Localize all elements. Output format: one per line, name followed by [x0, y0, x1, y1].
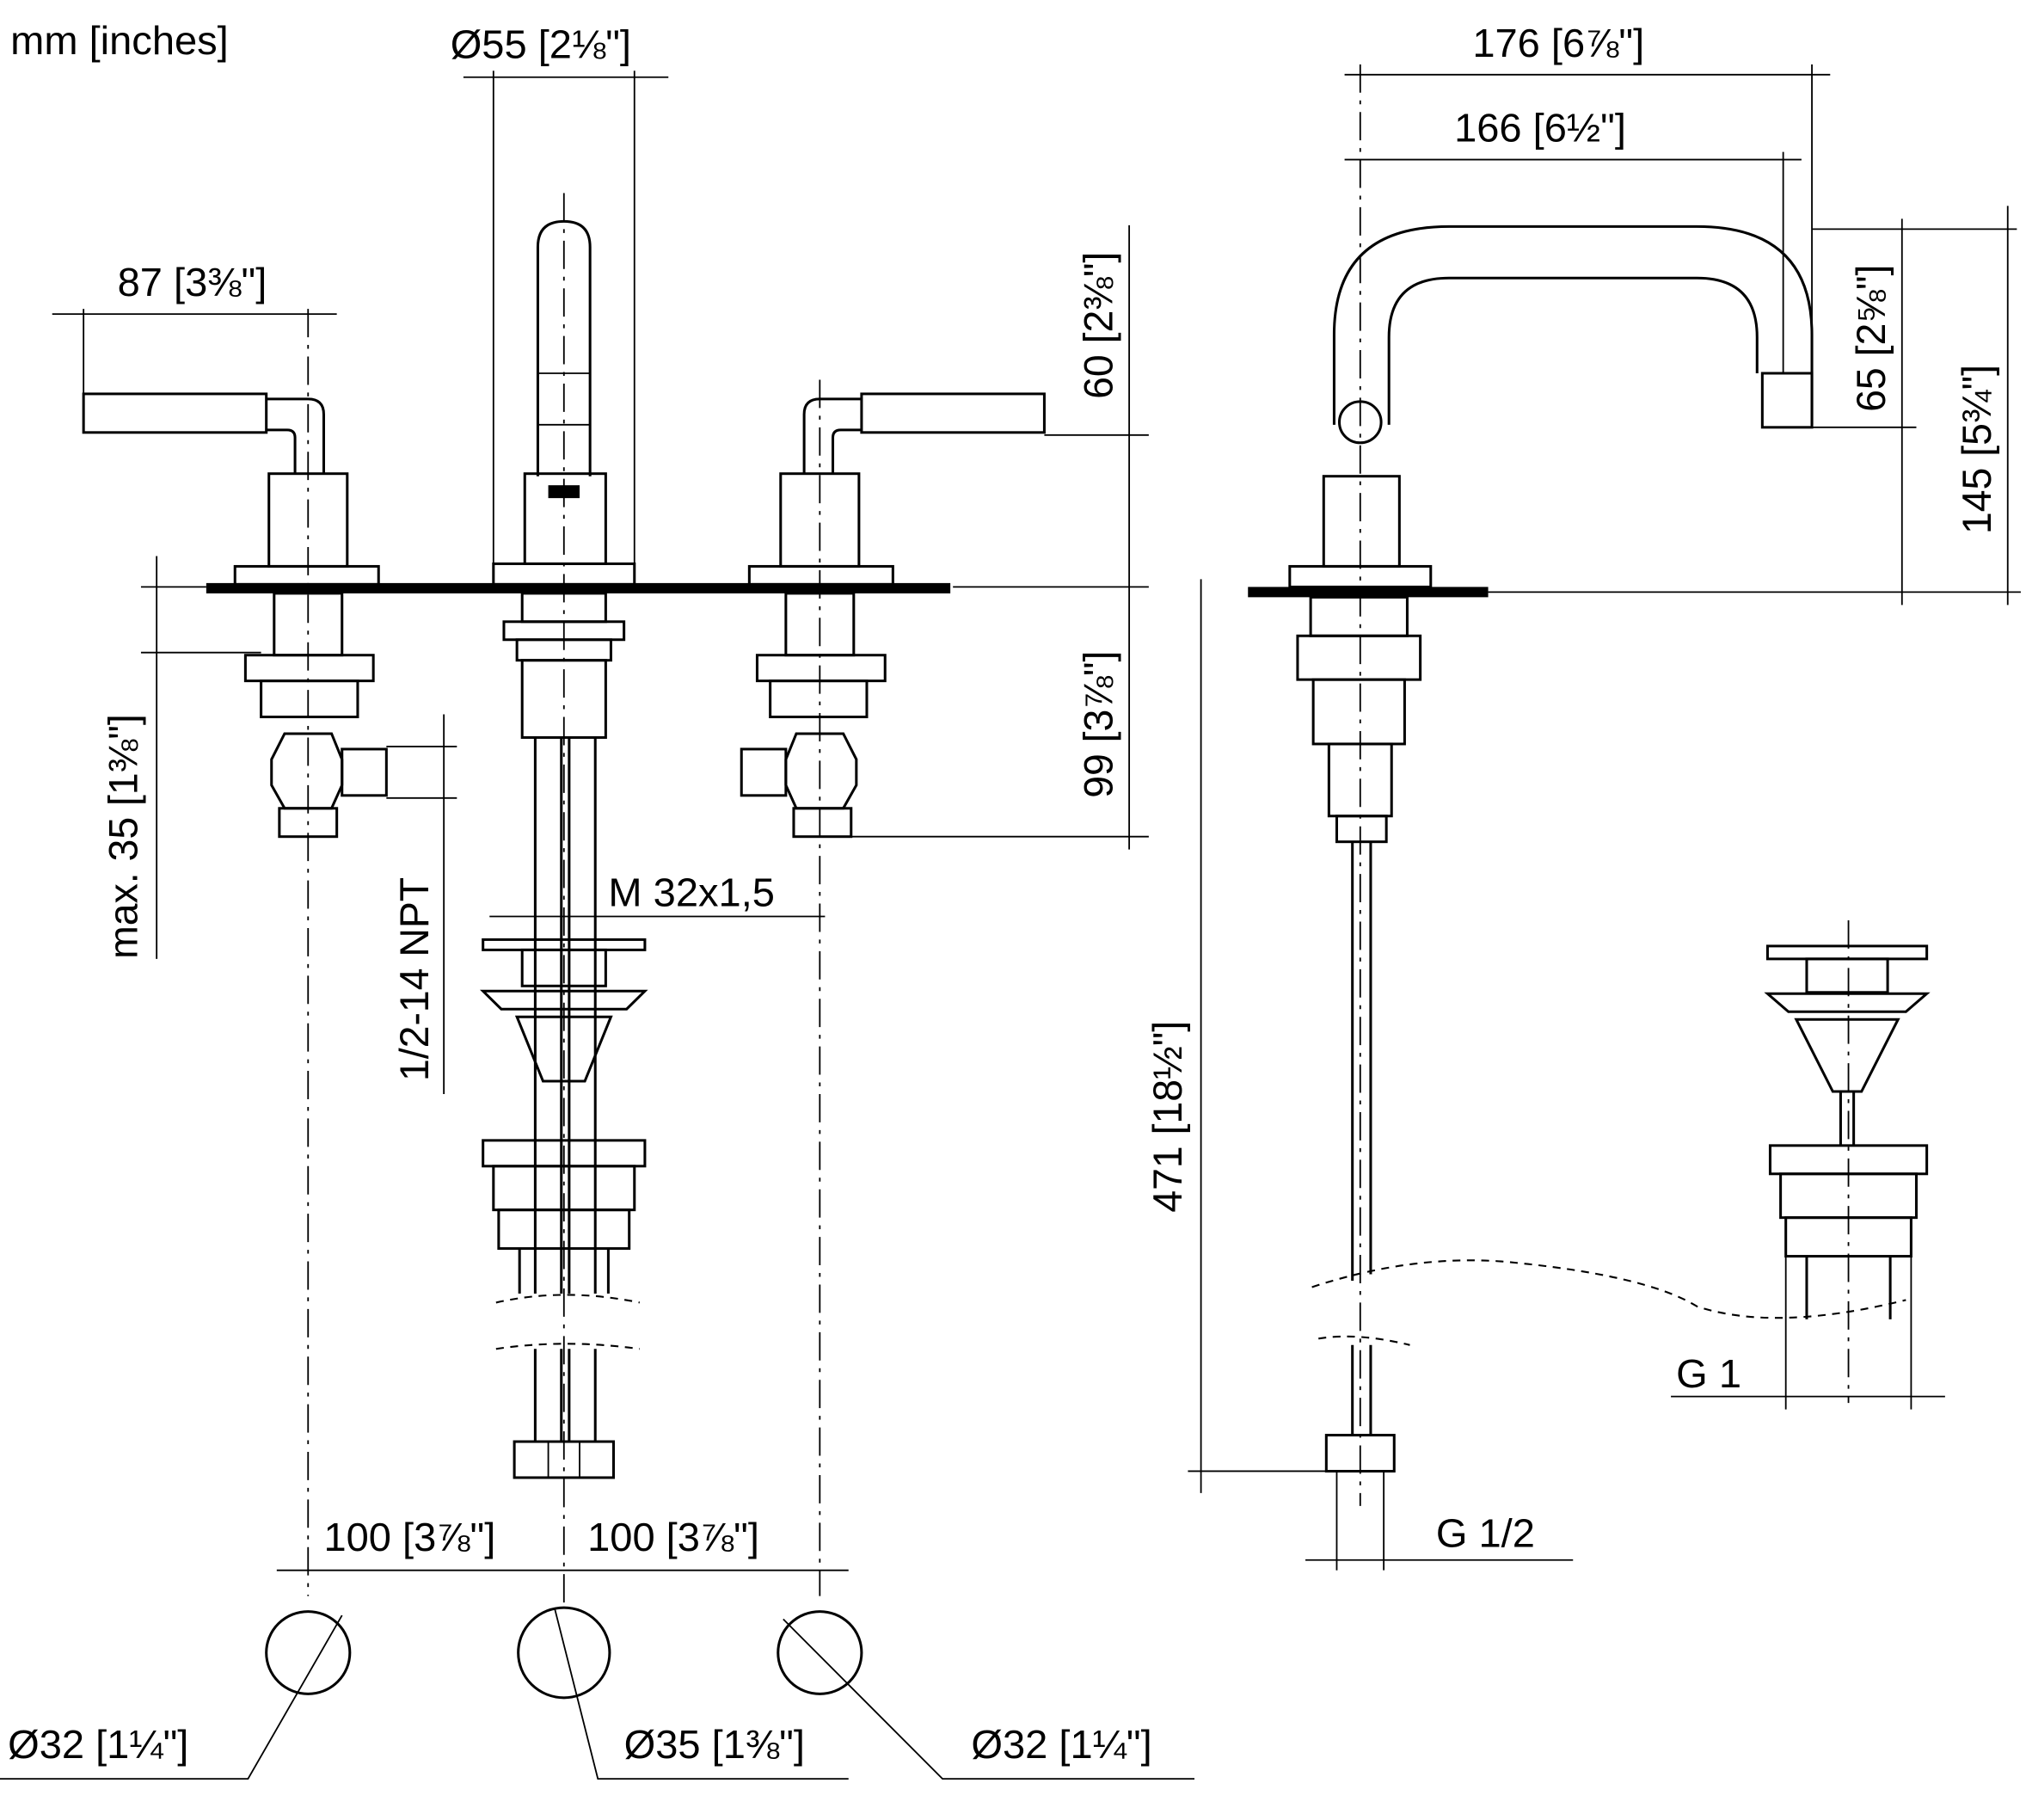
hole-center: [517, 1606, 611, 1700]
hole-left: [265, 1610, 352, 1695]
dim-hose-length: 471 [18½"]: [1145, 1021, 1190, 1213]
dim-drain-thread: G 1: [1676, 1351, 1741, 1396]
dim-hole-left: Ø32 [1¼"]: [8, 1722, 188, 1767]
units-label: mm [inches]: [10, 18, 229, 63]
dim-npt: 1/2-14 NPT: [392, 877, 437, 1081]
dim-handle-width: 87 [3⅜"]: [118, 260, 267, 304]
dim-spout-height-upper: 60 [2⅜"]: [1076, 252, 1120, 399]
dim-hole-right: Ø32 [1¼"]: [971, 1722, 1151, 1767]
dim-reach-outer: 176 [6⅞"]: [1472, 21, 1644, 65]
dim-max-deck: max. 35 [1⅜"]: [101, 714, 145, 959]
dim-hose-thread: G 1/2: [1436, 1511, 1535, 1556]
dim-spacing-right: 100 [3⅞"]: [587, 1516, 759, 1560]
side-view: 176 [6⅞"] 166 [6½"] 65 [2⅝"] 145 [5¾"] 4…: [1145, 21, 2021, 1571]
front-view: Ø55 [2⅛"] 87 [3⅜"] 60 [2⅜"] 99 [3⅞"] max…: [0, 22, 1195, 1780]
dim-total-height: 145 [5¾"]: [1955, 365, 1999, 534]
dim-thread: M 32x1,5: [608, 870, 775, 915]
dim-below-deck: 99 [3⅞"]: [1076, 651, 1120, 798]
dim-reach-inner: 166 [6½"]: [1454, 106, 1626, 151]
dim-hole-center: Ø35 [1⅜"]: [624, 1722, 805, 1767]
dim-spout-diameter: Ø55 [2⅛"]: [451, 22, 631, 67]
dim-spacing-left: 100 [3⅞"]: [323, 1516, 495, 1560]
hole-right: [777, 1610, 863, 1695]
dim-outlet-height: 65 [2⅝"]: [1849, 265, 1894, 412]
